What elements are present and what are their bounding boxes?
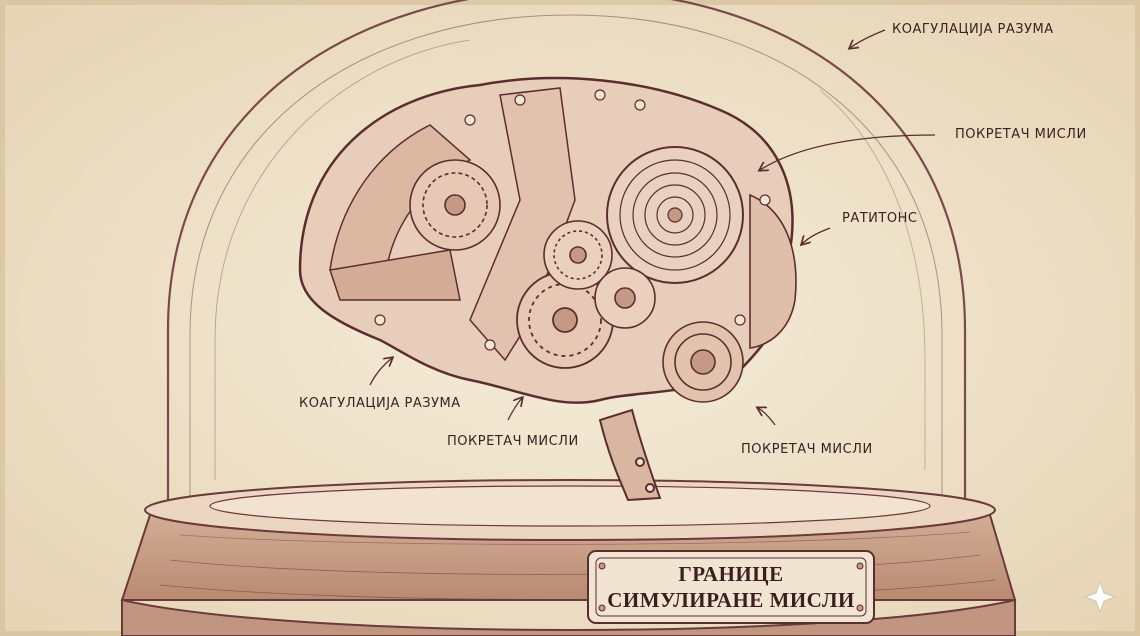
plaque-line-1: ГРАНИЦЕ [678, 562, 784, 586]
gear-small-2 [594, 267, 656, 329]
glass-dome [166, 0, 967, 500]
wooden-base [120, 479, 1017, 636]
title-plaque: ГРАНИЦЕ СИМУЛИРАНЕ МИСЛИ [585, 548, 877, 626]
label-ratitons: РАТИТОНС [842, 211, 918, 226]
ornamental-plate [749, 193, 797, 349]
label-arrows [369, 29, 936, 426]
gear-left [409, 159, 501, 251]
label-koagulacija-left: КОАГУЛАЦИЈА РАЗУМА [299, 396, 461, 411]
label-pokretac-center: ПОКРЕТАЧ МИСЛИ [447, 434, 579, 449]
brain-stem [598, 408, 662, 502]
mechanical-brain [298, 76, 797, 404]
label-pokretac-lower-right: ПОКРЕТАЧ МИСЛИ [741, 442, 873, 457]
rosette-gear [662, 321, 744, 403]
label-pokretac-right: ПОКРЕТАЧ МИСЛИ [955, 127, 1087, 142]
plaque-line-2: СИМУЛИРАНЕ МИСЛИ [607, 588, 855, 612]
title-plaque-frame [587, 550, 875, 624]
gear-small-1 [543, 220, 613, 290]
label-koagulacija-top: КОАГУЛАЦИЈА РАЗУМА [892, 22, 1054, 37]
sparkle-icon [1083, 580, 1117, 614]
